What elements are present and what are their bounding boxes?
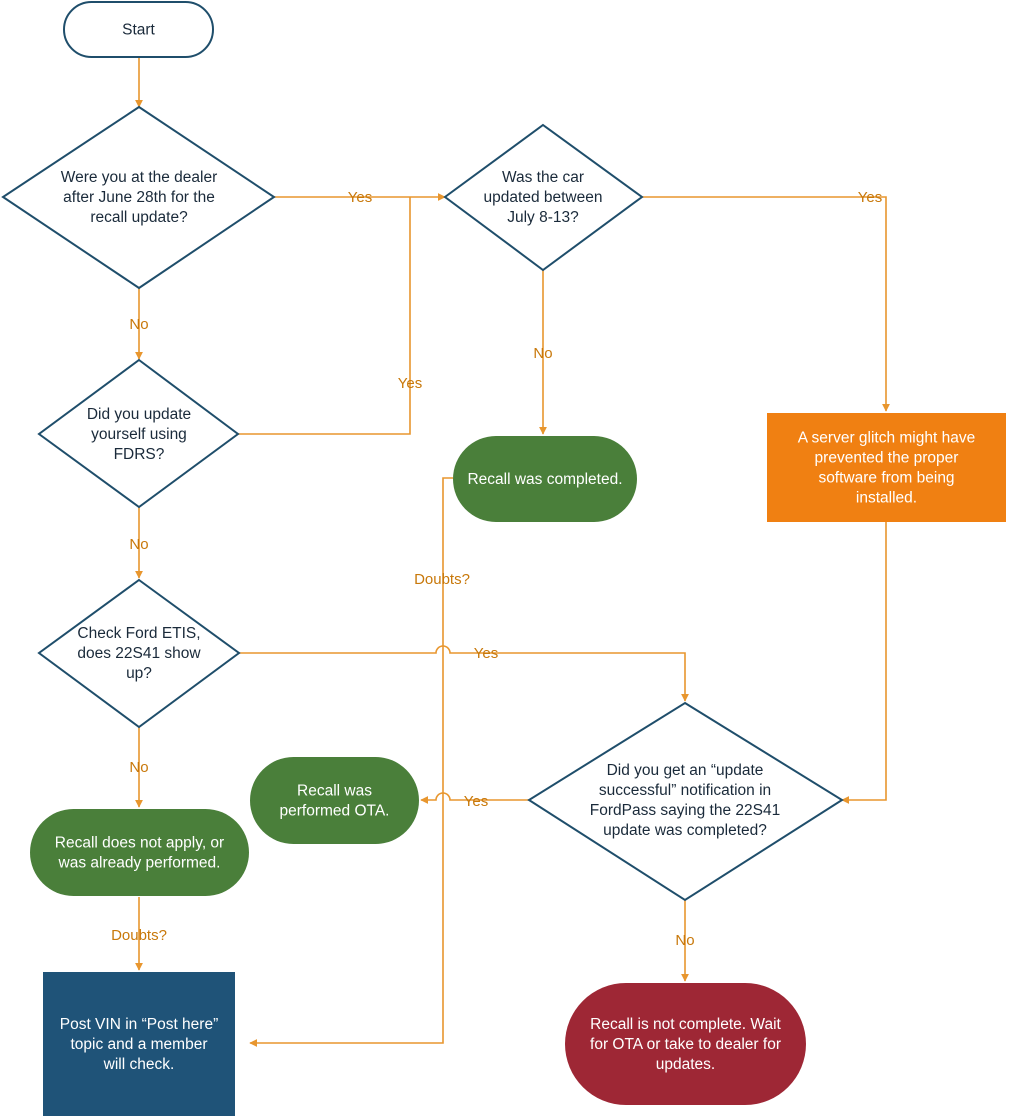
server-glitch-line: prevented the proper — [815, 450, 959, 467]
q-etis-line: Check Ford ETIS, — [77, 625, 200, 642]
post-vin-line: topic and a member — [71, 1036, 208, 1053]
process-post-vin: Post VIN in “Post here” topic and a membe… — [43, 972, 235, 1116]
terminal-recall-ota-shape — [250, 757, 419, 844]
decision-dealer: Were you at the dealer after June 28th fo… — [1, 105, 276, 290]
process-server-glitch: A server glitch might have prevented the … — [767, 413, 1006, 522]
server-glitch-line: A server glitch might have — [798, 430, 975, 447]
decision-fordpass-shape — [527, 701, 844, 902]
q-fdrs-line: Did you update — [87, 406, 191, 423]
terminal-recall-completed-shape — [453, 436, 637, 522]
decision-fordpass-text: Did you get an “update successful” notifi… — [590, 762, 780, 839]
not-complete-line: Recall is not complete. Wait — [590, 1016, 781, 1033]
not-complete-line: for OTA or take to dealer for — [590, 1036, 781, 1053]
label-fdrs-yes: Yes — [398, 375, 422, 392]
decision-fdrs-shape — [37, 358, 240, 509]
decision-dealer-shape — [1, 105, 276, 290]
label-updated-yes: Yes — [858, 189, 882, 206]
terminal-not-complete: Recall is not complete. Wait for OTA or t… — [565, 983, 806, 1105]
terminal-recall-ota-text: Recall was performed OTA. — [280, 783, 390, 820]
terminal-not-complete-shape — [565, 983, 806, 1105]
edge-glitch-to-fordpass — [841, 522, 887, 804]
decision-dealer-text: Were you at the dealer after June 28th fo… — [61, 169, 218, 226]
q-fordpass-line: FordPass saying the 22S41 — [590, 802, 780, 819]
server-glitch-line: installed. — [856, 490, 917, 507]
decision-etis: Check Ford ETIS, does 22S41 show up? — [37, 578, 241, 729]
terminal-recall-completed: Recall was completed. — [453, 436, 637, 522]
not-complete-line: updates. — [656, 1056, 715, 1073]
process-post-vin-shape — [43, 972, 235, 1116]
edges — [135, 57, 890, 1047]
q-fordpass-line: update was completed? — [603, 822, 767, 839]
q-etis-line: does 22S41 show — [77, 645, 201, 662]
start-node: Start — [63, 1, 214, 58]
q-updated-line: Was the car — [502, 169, 584, 186]
label-fordpass-yes: Yes — [464, 793, 488, 810]
q-fdrs-line: yourself using — [91, 426, 187, 443]
not-apply-line: was already performed. — [58, 855, 221, 872]
q-updated-line: updated between — [484, 189, 603, 206]
label-completed-doubts: Doubts? — [414, 571, 470, 588]
q-updated-line: July 8-13? — [507, 209, 579, 226]
label-updated-no: No — [533, 345, 552, 362]
edge-completed-doubts-to-postvin — [249, 477, 453, 1047]
server-glitch-line: software from being — [818, 470, 954, 487]
terminal-recall-ota: Recall was performed OTA. — [250, 757, 419, 844]
process-post-vin-text: Post VIN in “Post here” topic and a membe… — [60, 1016, 219, 1073]
label-fordpass-no: No — [675, 932, 694, 949]
q-fordpass-line: successful” notification in — [599, 782, 771, 799]
label-fdrs-no: No — [129, 536, 148, 553]
decision-fordpass: Did you get an “update successful” notifi… — [527, 701, 844, 902]
not-apply-line: Recall does not apply, or — [55, 835, 224, 852]
start-line: Start — [122, 22, 155, 39]
q-dealer-line: after June 28th for the — [63, 189, 215, 206]
edge-labels: Yes Yes No Yes No No Doubts? Yes No Yes … — [111, 189, 882, 949]
post-vin-line: Post VIN in “Post here” — [60, 1016, 219, 1033]
process-server-glitch-shape — [767, 413, 1006, 522]
terminal-not-apply-shape — [30, 809, 249, 896]
label-etis-no: No — [129, 759, 148, 776]
label-dealer-yes: Yes — [348, 189, 372, 206]
edge-updated-yes-to-glitch — [642, 196, 890, 412]
q-fdrs-line: FDRS? — [114, 446, 165, 463]
terminal-recall-completed-text: Recall was completed. — [467, 471, 622, 488]
q-fordpass-line: Did you get an “update — [607, 762, 764, 779]
decision-etis-text: Check Ford ETIS, does 22S41 show up? — [77, 625, 201, 682]
edge-fordpass-yes-to-ota — [420, 792, 529, 804]
start-shape — [63, 1, 214, 58]
decision-etis-shape — [37, 578, 241, 729]
terminal-not-complete-text: Recall is not complete. Wait for OTA or t… — [590, 1016, 782, 1073]
recall-ota-line: Recall was — [297, 783, 372, 800]
process-server-glitch-text: A server glitch might have prevented the … — [798, 430, 975, 507]
terminal-not-apply-text: Recall does not apply, or was already per… — [55, 835, 224, 872]
label-notapply-doubts: Doubts? — [111, 927, 167, 944]
post-vin-line: will check. — [103, 1056, 175, 1073]
q-etis-line: up? — [126, 665, 152, 682]
terminal-not-apply: Recall does not apply, or was already per… — [30, 809, 249, 896]
label-etis-yes: Yes — [474, 645, 498, 662]
label-dealer-no: No — [129, 316, 148, 333]
q-dealer-line: recall update? — [90, 209, 188, 226]
recall-ota-line: performed OTA. — [280, 803, 390, 820]
q-dealer-line: Were you at the dealer — [61, 169, 218, 186]
edge-etis-yes-to-fordpass — [239, 645, 689, 702]
edge-fdrs-yes-to-updated — [238, 197, 411, 435]
recall-completed-line: Recall was completed. — [467, 471, 622, 488]
decision-updated-shape — [443, 123, 644, 272]
start-text: Start — [122, 22, 155, 39]
